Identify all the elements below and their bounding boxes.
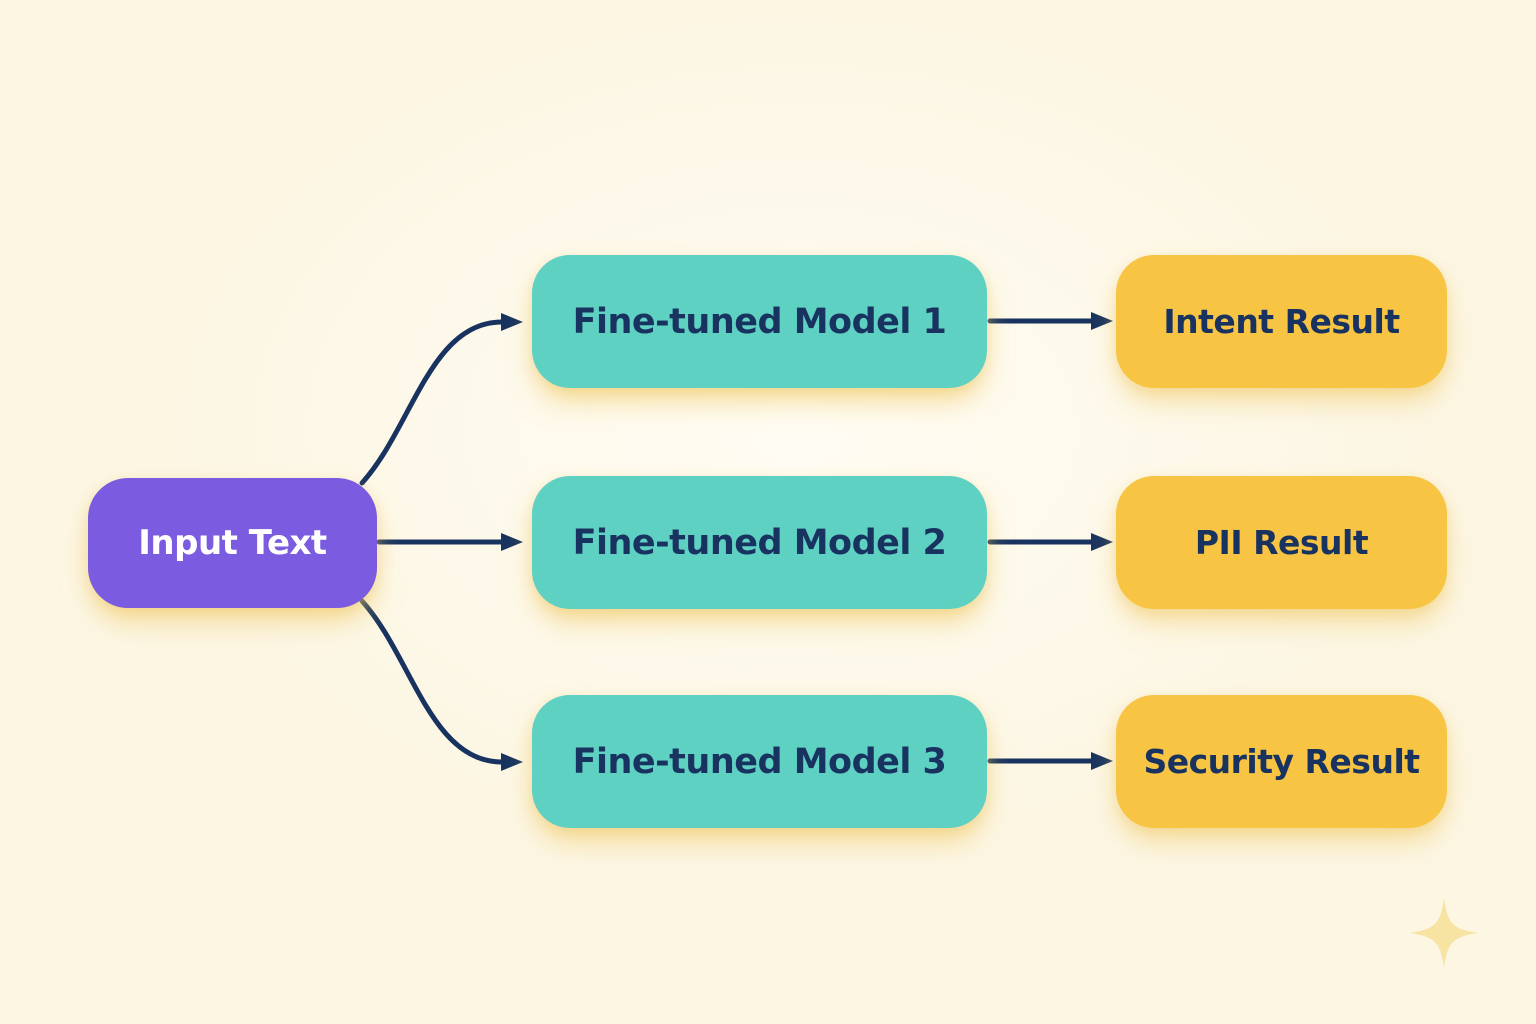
node-result-intent-label: Intent Result	[1163, 302, 1400, 341]
node-model-1: Fine-tuned Model 1	[532, 255, 987, 388]
node-result-security: Security Result	[1116, 695, 1447, 828]
node-input-text: Input Text	[88, 478, 377, 608]
node-input-text-label: Input Text	[138, 523, 327, 563]
arrow-input-to-model-3	[359, 598, 523, 771]
node-result-intent: Intent Result	[1116, 255, 1447, 388]
node-model-2-label: Fine-tuned Model 2	[572, 522, 947, 563]
arrow-input-to-model-1	[359, 313, 523, 486]
node-result-security-label: Security Result	[1143, 742, 1420, 781]
node-model-1-label: Fine-tuned Model 1	[572, 301, 947, 342]
node-model-2: Fine-tuned Model 2	[532, 476, 987, 609]
sparkle-icon	[1410, 898, 1478, 968]
node-result-pii-label: PII Result	[1194, 523, 1369, 562]
node-model-3: Fine-tuned Model 3	[532, 695, 987, 828]
node-result-pii: PII Result	[1116, 476, 1447, 609]
node-model-3-label: Fine-tuned Model 3	[572, 741, 947, 782]
